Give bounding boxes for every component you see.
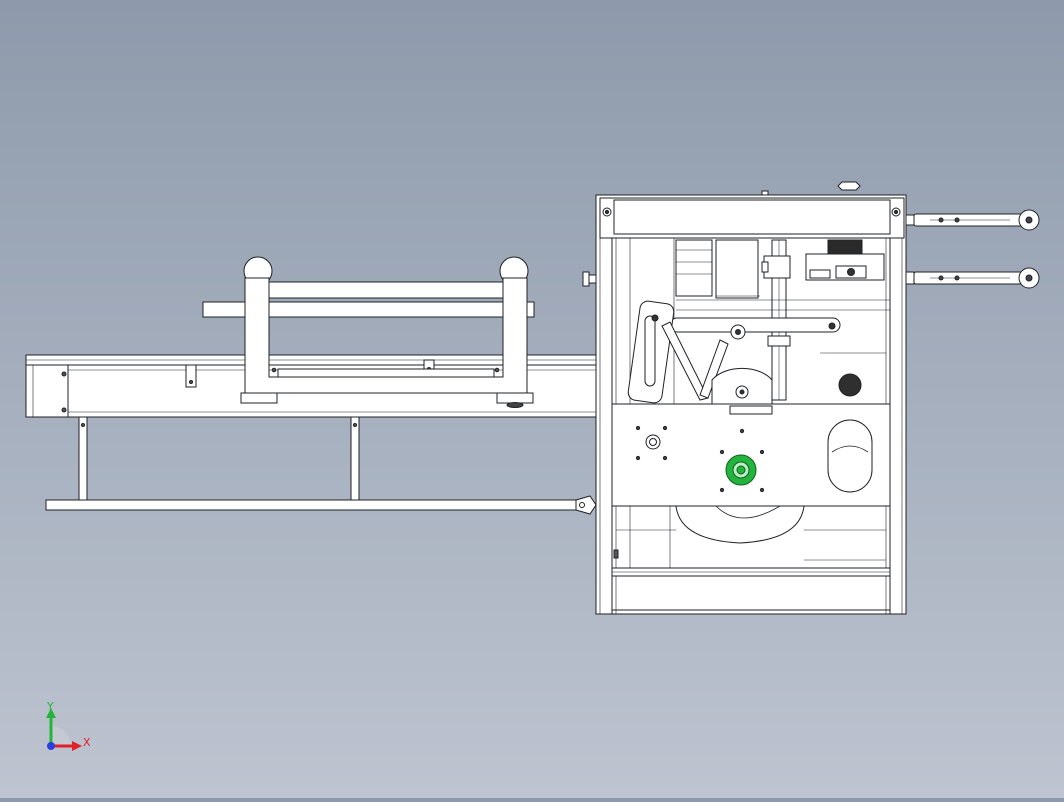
conveyor-leg bbox=[350, 416, 360, 511]
handle-inner-strip bbox=[277, 368, 495, 378]
y-axis-label: Y bbox=[46, 700, 54, 713]
right-arm-lower bbox=[905, 267, 1040, 289]
triad-shade bbox=[51, 726, 71, 746]
handle-foot-right bbox=[496, 392, 534, 404]
beam-tab bbox=[185, 364, 197, 388]
axis-triad: Y X bbox=[46, 700, 91, 751]
handle-outer bbox=[244, 277, 528, 394]
x-axis-arrow bbox=[51, 744, 75, 748]
drive-belt bbox=[669, 317, 841, 333]
lower-drum bbox=[675, 505, 805, 544]
z-axis-dot bbox=[47, 742, 55, 750]
conveyor-leg bbox=[78, 416, 88, 511]
machine-body bbox=[595, 181, 907, 615]
lower-support-bar bbox=[45, 499, 577, 511]
upper-motor-block bbox=[675, 239, 713, 297]
conveyor-assembly bbox=[25, 301, 597, 515]
bar-end-bracket bbox=[575, 495, 597, 515]
right-arm-upper bbox=[905, 209, 1040, 231]
top-knob bbox=[837, 181, 861, 191]
handle-frame bbox=[240, 256, 534, 408]
x-axis-label: X bbox=[83, 736, 91, 749]
y-axis-arrow bbox=[49, 716, 53, 746]
left-side-bracket bbox=[582, 271, 597, 287]
handle-crossbar bbox=[268, 281, 504, 299]
handle-foot-left bbox=[240, 392, 278, 404]
inspection-window bbox=[827, 419, 873, 493]
upper-guide-rail bbox=[202, 301, 535, 318]
